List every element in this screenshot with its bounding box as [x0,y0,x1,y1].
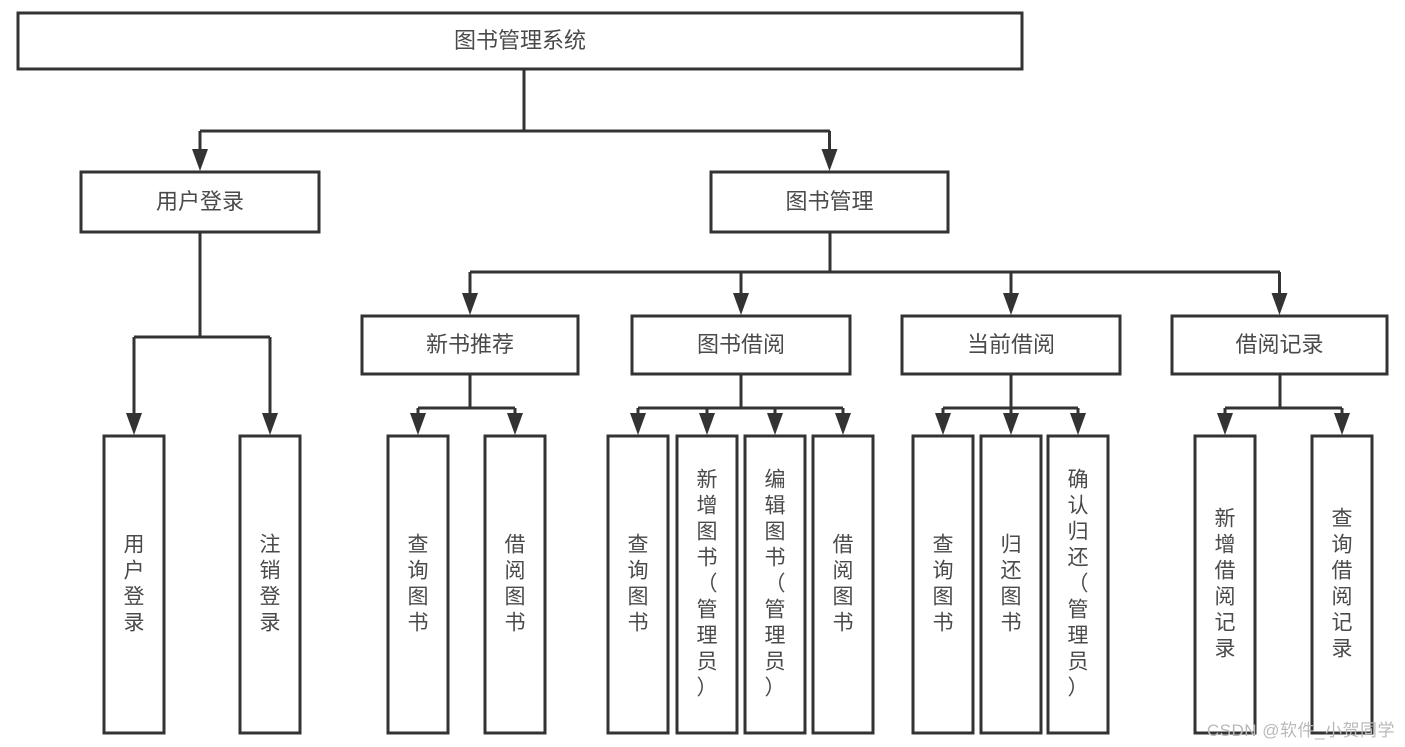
node-borrow-record[interactable]: 借阅记录 [1170,314,1389,376]
node-box-leaf-edit-book[interactable] [743,434,807,735]
node-label-leaf-borrow-book-1: 借阅图书 [505,533,526,634]
node-leaf-query-record[interactable]: 查询借阅记录 [1310,434,1374,735]
node-box-borrow-record[interactable] [1170,314,1389,376]
node-root[interactable]: 图书管理系统 [16,11,1024,71]
node-new-book-rec[interactable]: 新书推荐 [360,314,580,376]
edges-layer [126,69,1350,435]
arrow-head-icon [767,413,783,435]
arrow-head-icon [1003,293,1019,315]
arrow-head-icon [733,293,749,315]
node-label-leaf-add-record: 新增借阅记录 [1215,507,1236,660]
node-label-borrow-record: 借阅记录 [1235,332,1323,357]
arrow-head-icon [835,413,851,435]
node-label-leaf-user-login: 用户登录 [124,533,145,634]
node-label-leaf-add-book: 新增图书（管理员） [697,468,718,699]
arrow-head-icon [699,413,715,435]
node-leaf-query-book-1[interactable]: 查询图书 [386,434,450,735]
node-leaf-user-login[interactable]: 用户登录 [102,434,166,735]
node-label-leaf-query-book-3: 查询图书 [933,533,954,634]
arrow-head-icon [935,413,951,435]
arrow-head-icon [1003,413,1019,435]
node-leaf-borrow-book-2[interactable]: 借阅图书 [811,434,875,735]
node-label-leaf-edit-book: 编辑图书（管理员） [765,468,786,699]
node-box-leaf-borrow-book-1[interactable] [483,434,547,735]
node-leaf-confirm-return[interactable]: 确认归还（管理员） [1046,434,1110,735]
arrow-head-icon [1334,413,1350,435]
arrow-head-icon [126,413,142,435]
node-label-leaf-query-book-1: 查询图书 [408,533,429,634]
node-leaf-query-book-3[interactable]: 查询图书 [911,434,975,735]
node-box-leaf-user-login[interactable] [102,434,166,735]
node-label-current-borrow: 当前借阅 [967,332,1055,357]
arrow-head-icon [192,149,208,171]
node-label-leaf-confirm-return: 确认归还（管理员） [1068,468,1089,699]
node-box-leaf-logout[interactable] [238,434,302,735]
node-leaf-borrow-book-1[interactable]: 借阅图书 [483,434,547,735]
node-box-book-manage[interactable] [709,170,950,234]
node-label-new-book-rec: 新书推荐 [426,332,514,357]
node-box-leaf-query-book-1[interactable] [386,434,450,735]
node-label-leaf-borrow-book-2: 借阅图书 [833,533,854,634]
node-user-login[interactable]: 用户登录 [79,170,321,234]
watermark-text: CSDN @软件_小贺同学 [1206,721,1395,740]
node-leaf-query-book-2[interactable]: 查询图书 [606,434,670,735]
node-label-book-manage: 图书管理 [785,189,873,214]
node-leaf-edit-book[interactable]: 编辑图书（管理员） [743,434,807,735]
node-box-leaf-return-book[interactable] [979,434,1043,735]
node-label-leaf-return-book: 归还图书 [1001,533,1022,634]
node-leaf-add-book[interactable]: 新增图书（管理员） [675,434,739,735]
node-box-leaf-borrow-book-2[interactable] [811,434,875,735]
node-box-leaf-add-book[interactable] [675,434,739,735]
node-label-book-borrow: 图书借阅 [697,332,785,357]
node-leaf-add-record[interactable]: 新增借阅记录 [1193,434,1257,735]
node-label-leaf-query-book-2: 查询图书 [628,533,649,634]
node-box-leaf-query-book-2[interactable] [606,434,670,735]
node-box-leaf-query-book-3[interactable] [911,434,975,735]
node-leaf-logout[interactable]: 注销登录 [238,434,302,735]
node-box-new-book-rec[interactable] [360,314,580,376]
node-box-leaf-confirm-return[interactable] [1046,434,1110,735]
node-label-root: 图书管理系统 [454,28,586,53]
arrow-head-icon [1070,413,1086,435]
arrow-head-icon [1271,293,1288,315]
arrow-head-icon [462,293,478,315]
arrow-head-icon [262,413,278,435]
node-label-leaf-query-record: 查询借阅记录 [1332,507,1353,660]
node-book-manage[interactable]: 图书管理 [709,170,950,234]
node-box-root[interactable] [16,11,1024,71]
node-box-book-borrow[interactable] [630,314,852,376]
node-label-user-login: 用户登录 [156,189,244,214]
arrow-head-icon [507,413,523,435]
arrow-head-icon [630,413,646,435]
node-leaf-return-book[interactable]: 归还图书 [979,434,1043,735]
node-box-user-login[interactable] [79,170,321,234]
node-label-leaf-logout: 注销登录 [260,533,281,634]
arrow-head-icon [410,413,426,435]
node-book-borrow[interactable]: 图书借阅 [630,314,852,376]
node-box-leaf-query-record[interactable] [1310,434,1374,735]
nodes-layer: 图书管理系统用户登录图书管理新书推荐图书借阅当前借阅借阅记录用户登录注销登录查询… [16,11,1389,735]
node-box-current-borrow[interactable] [900,314,1122,376]
arrow-head-icon [821,149,838,171]
node-box-leaf-add-record[interactable] [1193,434,1257,735]
node-current-borrow[interactable]: 当前借阅 [900,314,1122,376]
arrow-head-icon [1217,413,1233,435]
